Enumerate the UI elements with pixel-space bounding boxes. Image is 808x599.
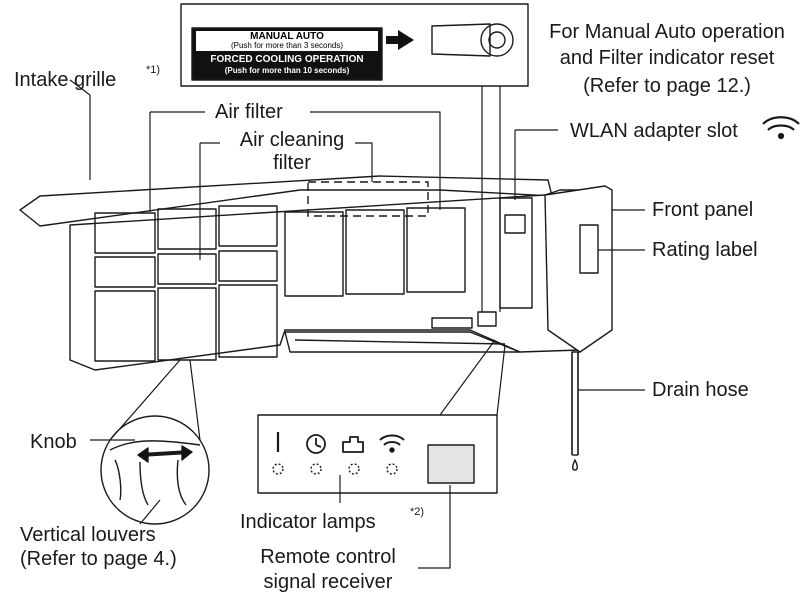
lamp-2 bbox=[310, 463, 322, 475]
indicator-lamps-note: *2) bbox=[410, 506, 425, 518]
left-filter bbox=[94, 205, 278, 362]
right-filter bbox=[284, 207, 466, 297]
manual-auto-op-label-2: and Filter indicator reset bbox=[559, 47, 775, 69]
wifi-icon bbox=[379, 434, 405, 453]
vertical-louvers-label-2: (Refer to page 4.) bbox=[20, 548, 177, 570]
button-shape-icon bbox=[431, 23, 491, 57]
air-cleaning-label-2: filter bbox=[273, 152, 311, 174]
lamp-1 bbox=[272, 463, 284, 475]
remote-receiver-label-1: Remote control bbox=[260, 546, 396, 568]
vertical-louvers-label-1: Vertical louvers bbox=[20, 524, 156, 546]
wlan-slot-label: WLAN adapter slot bbox=[570, 120, 738, 142]
drain-hose-label: Drain hose bbox=[652, 379, 749, 401]
front-panel bbox=[544, 185, 613, 353]
knob-label: Knob bbox=[30, 431, 77, 453]
indicator-lamps-label: Indicator lamps bbox=[240, 511, 376, 533]
forced-cooling-note: (Push for more than 10 seconds) bbox=[224, 66, 350, 75]
rating-label-label: Rating label bbox=[652, 239, 758, 261]
air-cleaning-label-1: Air cleaning bbox=[239, 129, 345, 151]
rating-label bbox=[579, 224, 599, 274]
manual-auto-note: (Push for more than 3 seconds) bbox=[230, 41, 344, 50]
arrow-right-icon bbox=[386, 30, 414, 50]
lamp-3 bbox=[348, 463, 360, 475]
unit-body bbox=[69, 189, 611, 371]
manual-auto-title: MANUAL AUTO bbox=[250, 31, 324, 42]
manual-auto-op-label-1: For Manual Auto operation bbox=[549, 21, 785, 43]
indicator-icons bbox=[272, 432, 405, 475]
wlan-wifi-icon bbox=[762, 116, 800, 140]
louvers bbox=[284, 331, 521, 353]
receiver-window bbox=[427, 444, 475, 484]
manual-auto-op-label-3: (Refer to page 12.) bbox=[583, 75, 751, 97]
remote-receiver-label-2: signal receiver bbox=[263, 571, 393, 593]
intake-grille-note: *1) bbox=[146, 64, 161, 76]
air-cleaning-filter bbox=[307, 181, 429, 217]
front-panel-label: Front panel bbox=[652, 199, 754, 221]
forced-cooling-title: FORCED COOLING OPERATION bbox=[210, 54, 364, 65]
manual-auto-button bbox=[477, 311, 497, 327]
air-cleaning-icon bbox=[342, 436, 364, 453]
intake-grille-label: Intake grille bbox=[14, 69, 117, 91]
timer-icon bbox=[306, 434, 326, 454]
air-filter-label: Air filter bbox=[215, 101, 283, 123]
lamp-4 bbox=[386, 463, 398, 475]
